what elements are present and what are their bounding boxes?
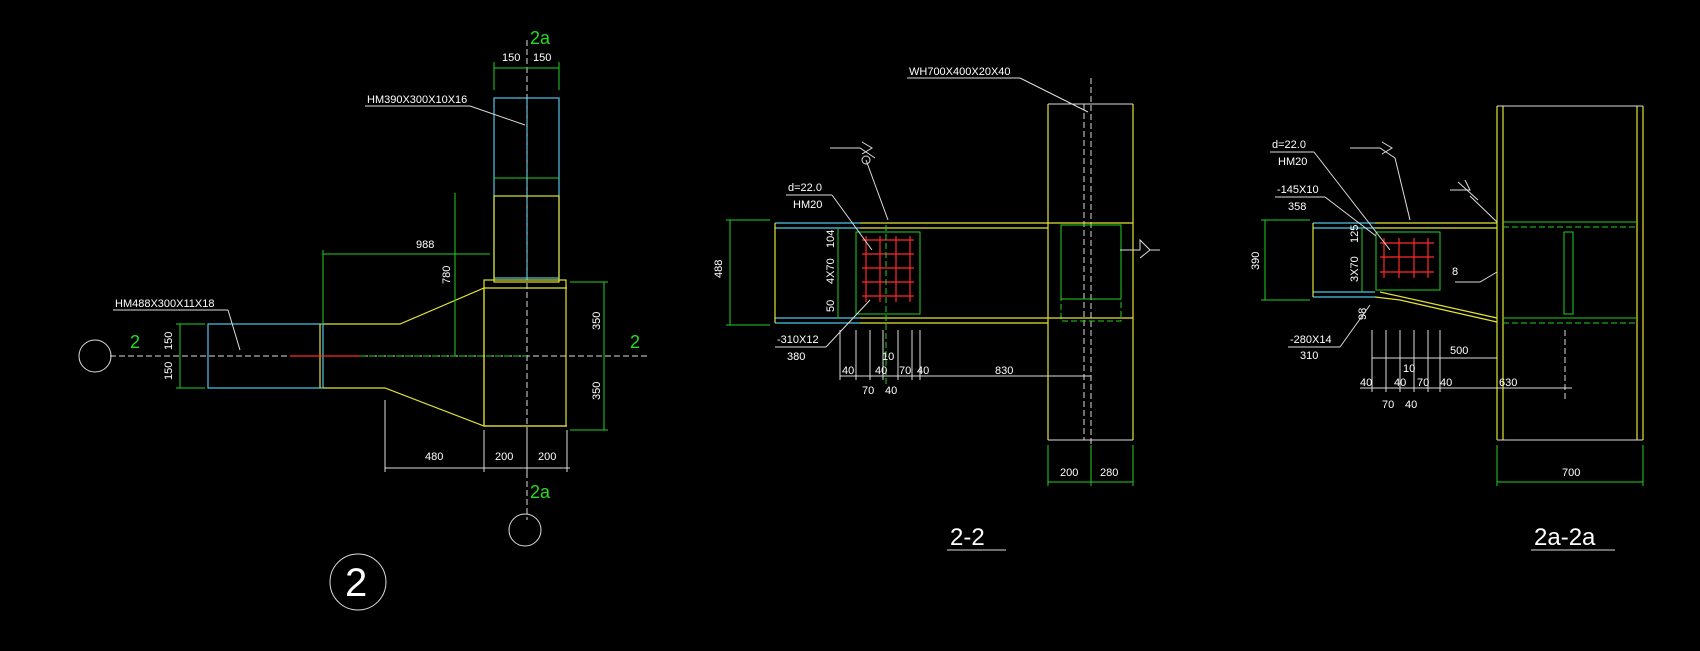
- plate-bot-len-label: 310: [1300, 350, 1318, 362]
- dim-50: 50: [825, 300, 837, 312]
- dim-b40a: 40: [1360, 377, 1372, 389]
- dim-125: 125: [1349, 225, 1361, 243]
- dim-b70a: 70: [899, 365, 911, 377]
- column-section-label: HM390X300X10X16: [367, 94, 467, 106]
- bolt-d-label: d=22.0: [788, 182, 822, 194]
- dim-b10: 10: [1403, 363, 1415, 375]
- web-plate: [1563, 231, 1574, 315]
- dim-b70a: 70: [1417, 377, 1429, 389]
- axis-label-top: 2a: [530, 28, 551, 48]
- bolt-d-label: d=22.0: [1272, 139, 1306, 151]
- section-title: 2-2: [950, 524, 985, 551]
- dim-left-150a: 150: [163, 332, 175, 350]
- leader: [227, 309, 241, 351]
- bolt-group: [862, 236, 914, 302]
- dim-top-right: 150: [533, 52, 551, 64]
- plate-label: -310X12: [777, 334, 819, 346]
- axis-label-right: 2: [630, 332, 640, 352]
- weld-symbol-side: [1455, 271, 1498, 283]
- plate-top-label: -145X10: [1277, 184, 1319, 196]
- dim-488: 488: [713, 260, 725, 278]
- dim-b40b: 40: [875, 365, 887, 377]
- beam-section-label: HM488X300X11X18: [115, 298, 214, 310]
- axis-label-bottom: 2a: [530, 482, 551, 502]
- section-2a-2a: 8 390 125 3X70 98 40 40 10 70 40 70 40 5…: [1250, 105, 1644, 551]
- weld-symbol-right: [1120, 238, 1160, 259]
- detail-number: 2: [345, 561, 367, 605]
- dim-b70b: 70: [862, 385, 874, 397]
- detail-2-plan: 150 150 988 780 150 150 350 350 480 200 …: [78, 28, 650, 611]
- dim-200a: 200: [495, 451, 513, 463]
- dim-480: 480: [425, 451, 443, 463]
- dim-b630: 630: [1499, 377, 1517, 389]
- dim-200b: 200: [538, 451, 556, 463]
- dim-b70b: 70: [1382, 399, 1394, 411]
- dim-3x70: 3X70: [1349, 256, 1361, 282]
- dim-988: 988: [416, 239, 434, 251]
- dim-top-left: 150: [502, 52, 520, 64]
- haunch-top: [323, 287, 567, 325]
- dim-b40b: 40: [1394, 377, 1406, 389]
- leader: [831, 194, 873, 251]
- dim-390: 390: [1250, 252, 1262, 270]
- node-plate: [483, 279, 567, 427]
- dim-b40c: 40: [917, 365, 929, 377]
- leader: [1324, 196, 1377, 237]
- haunch: [1379, 291, 1498, 319]
- dim-col280: 280: [1100, 467, 1118, 479]
- dim-4x70: 4X70: [825, 258, 837, 284]
- column-stub: [493, 97, 560, 279]
- plate-bot-label: -280X14: [1290, 334, 1332, 346]
- axis-bubble-bottom: [508, 513, 542, 547]
- weld-leader: [1394, 157, 1411, 221]
- dim-col700: 700: [1562, 467, 1580, 479]
- dim-b40d: 40: [885, 385, 897, 397]
- axis-bubble-left: [78, 339, 112, 373]
- section-title: 2a-2a: [1534, 524, 1596, 551]
- dim-col200: 200: [1060, 467, 1078, 479]
- dim-b40d: 40: [1405, 399, 1417, 411]
- member-label: WH700X400X20X40: [909, 66, 1011, 78]
- haunch: [1374, 296, 1498, 323]
- leader: [1313, 151, 1391, 251]
- section-2-2: 488 104 4X70 50 40 40 10 70 40 70 40 830…: [713, 66, 1160, 551]
- leader: [1339, 304, 1371, 348]
- haunch-bottom: [323, 387, 567, 427]
- weld-symbol: [1350, 141, 1396, 159]
- axis-label-left: 2: [130, 332, 140, 352]
- dim-b10: 10: [882, 351, 894, 363]
- dim-104: 104: [825, 230, 837, 248]
- weld-circle: [861, 155, 871, 165]
- dim-780: 780: [441, 266, 453, 284]
- dim-right-350b: 350: [591, 382, 603, 400]
- plate-top-len-label: 358: [1288, 201, 1306, 213]
- bolt-type-label: HM20: [793, 199, 822, 211]
- dim-right-350a: 350: [591, 312, 603, 330]
- leader: [825, 299, 871, 348]
- leader: [469, 105, 526, 126]
- dim-b830: 830: [995, 365, 1013, 377]
- splice-plate: [855, 231, 921, 315]
- weld-symbol: [830, 141, 876, 159]
- stiffener-low: [1060, 298, 1122, 322]
- weld-leader: [1469, 195, 1498, 223]
- bolt-type-label: HM20: [1278, 156, 1307, 168]
- weld-leader: [865, 159, 889, 221]
- weld-symbol-top: [1450, 179, 1479, 201]
- bolt-group: [1380, 238, 1434, 278]
- dim-b500: 500: [1450, 345, 1468, 357]
- weld-size-label: 8: [1452, 266, 1458, 278]
- leader: [1019, 77, 1089, 113]
- plate-len-label: 380: [787, 351, 805, 363]
- splice-plate: [1375, 231, 1441, 291]
- detail-number-circle: [329, 553, 387, 611]
- dim-b40c: 40: [1440, 377, 1452, 389]
- dim-left-150b: 150: [163, 362, 175, 380]
- dim-b40a: 40: [842, 365, 854, 377]
